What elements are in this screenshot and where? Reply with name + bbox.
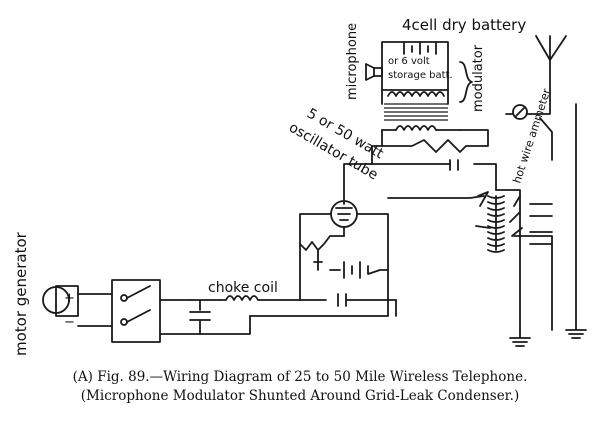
- choke-coil-label: choke coil: [208, 280, 278, 296]
- wiring-diagram: 4cell dry battery or 6 volt storage batt…: [12, 16, 587, 356]
- hot-wire-ammeter: [505, 99, 553, 161]
- antenna: [535, 35, 567, 101]
- tuning-coil: [475, 189, 553, 331]
- figure-caption: (A) Fig. 89.—Wiring Diagram of 25 to 50 …: [0, 368, 600, 406]
- caption-line-1: (A) Fig. 89.—Wiring Diagram of 25 to 50 …: [72, 369, 528, 385]
- modulator-label: modulator: [471, 44, 486, 112]
- choke-coil: [219, 293, 397, 317]
- ground-condenser: [509, 103, 587, 347]
- switch-box[interactable]: [111, 279, 201, 343]
- modulator-coil: [381, 91, 461, 131]
- microphone-label: microphone: [345, 23, 360, 100]
- grid-circuit: [249, 195, 485, 317]
- caption-line-2: (Microphone Modulator Shunted Around Gri…: [80, 388, 520, 404]
- dry-battery: [403, 41, 437, 55]
- filter-condenser: [189, 299, 251, 335]
- microphone-icon: [365, 63, 383, 81]
- motor-generator: [42, 285, 113, 327]
- battery-label: 4cell dry battery: [402, 16, 526, 34]
- ammeter-label: hot wire ammeter: [510, 87, 553, 185]
- storage-battery-label-2: storage batt.: [388, 70, 453, 81]
- plus-sign: +: [64, 291, 75, 306]
- minus-sign: −: [64, 315, 75, 330]
- motor-generator-label: motor generator: [12, 231, 30, 356]
- storage-battery-label-1: or 6 volt: [388, 56, 430, 67]
- plate-circuit: [343, 129, 497, 205]
- oscillator-tube: [330, 200, 358, 237]
- battery-assembly: [365, 41, 473, 131]
- filament-battery: [329, 261, 389, 279]
